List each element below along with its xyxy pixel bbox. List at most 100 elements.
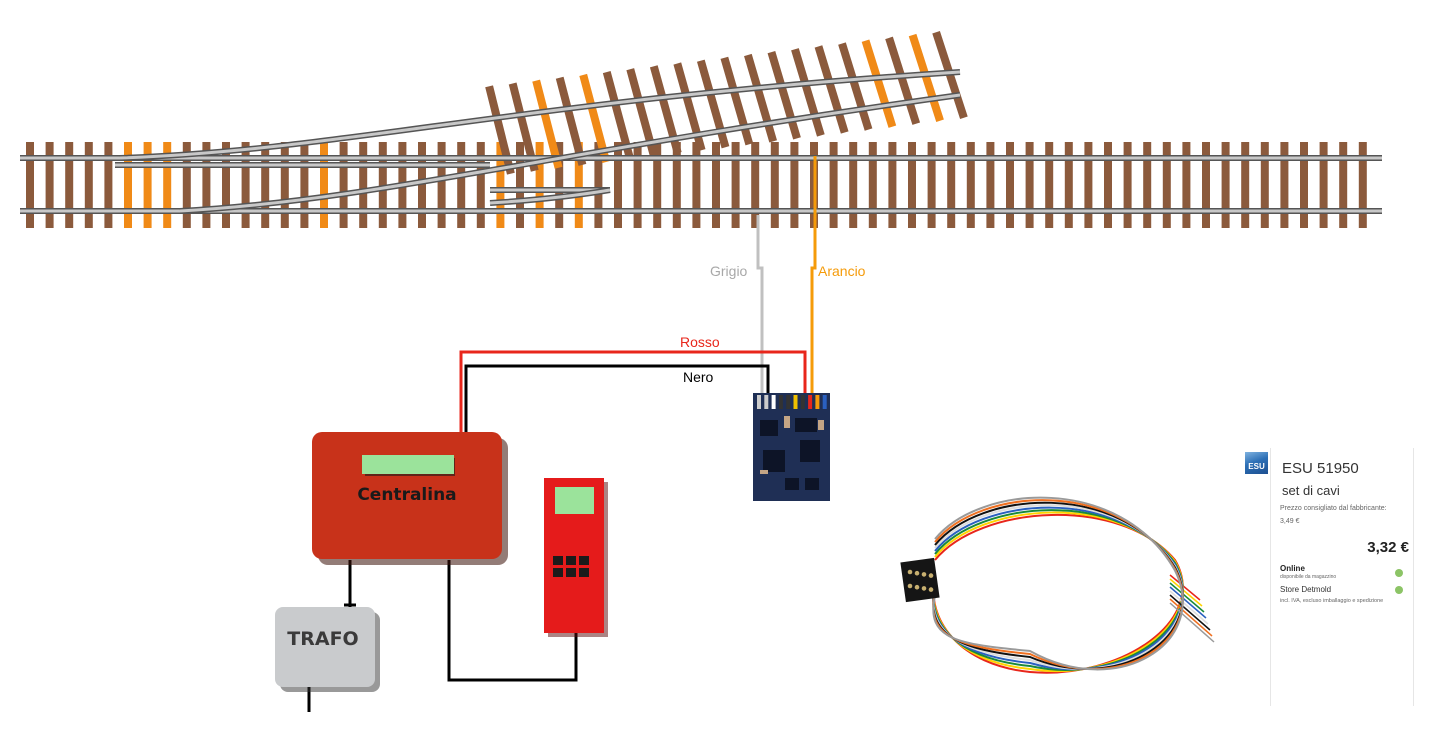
track-tie: [594, 142, 603, 228]
track-tie: [26, 142, 34, 228]
track-tie: [790, 142, 799, 228]
track-tie: [947, 142, 956, 228]
availability-store[interactable]: Store Detmold: [1280, 585, 1332, 594]
handheld-display: [555, 487, 594, 514]
cable-end: [1169, 586, 1207, 619]
availability-online: Online: [1280, 564, 1305, 573]
track-tie: [182, 142, 191, 228]
track-tie-diverging: [508, 82, 539, 172]
track-tie: [320, 142, 328, 228]
track-tie: [633, 142, 642, 228]
wire-label-red: Rosso: [680, 334, 720, 350]
track-tie: [1045, 142, 1054, 228]
connector-pin: [907, 583, 913, 589]
decoder-chip: [763, 450, 785, 472]
esu-logo: ESU: [1245, 452, 1268, 474]
keypad-key: [553, 568, 563, 577]
wire-label-orange: Arancio: [818, 263, 866, 279]
track-tie: [437, 142, 446, 228]
decoder-pin: [778, 395, 783, 409]
wire-black: [464, 364, 770, 432]
product-price: 3,32 €: [1367, 539, 1409, 556]
keypad-key: [579, 556, 589, 565]
msrp-value: 3,49 €: [1280, 518, 1300, 525]
track-tie: [1260, 142, 1269, 228]
track-tie: [1084, 142, 1093, 228]
connector-pin: [914, 584, 920, 590]
track-tie: [1280, 142, 1289, 228]
track-tie: [65, 142, 74, 228]
decoder-component: [760, 470, 768, 474]
track-tie: [868, 142, 877, 228]
decoder-component: [784, 416, 790, 428]
decoder-pin: [815, 395, 820, 409]
track-tie: [672, 142, 681, 228]
track-tie: [849, 142, 858, 228]
cable-connector: [900, 557, 940, 603]
track-tie: [927, 142, 936, 228]
track-tie: [1300, 142, 1308, 228]
keypad-key: [566, 556, 576, 565]
decoder-chip: [795, 418, 817, 432]
track-tie: [378, 142, 387, 228]
track-tie: [908, 142, 916, 228]
track-tie: [1064, 142, 1073, 228]
track-tie-diverging: [485, 85, 515, 175]
track-tie: [457, 142, 466, 228]
track-tie: [241, 142, 250, 228]
cable-set-image: [900, 496, 1215, 674]
track-tie: [986, 142, 995, 228]
cable-wire: [932, 496, 1184, 671]
track-tie-diverging: [673, 62, 706, 152]
decoder-pin: [793, 395, 798, 409]
store-status-dot: [1395, 586, 1403, 594]
cable-end: [1169, 598, 1213, 637]
wires: [307, 156, 817, 712]
track-tie: [966, 142, 975, 228]
rail: [179, 93, 961, 213]
track-tie: [1202, 142, 1210, 228]
track-tie: [653, 142, 662, 228]
track-tie: [1241, 142, 1250, 228]
decoder-chip: [785, 478, 799, 490]
online-status-dot: [1395, 569, 1403, 577]
track-tie: [476, 142, 485, 228]
track-tie: [84, 142, 93, 228]
decoder-pin: [764, 395, 769, 409]
cable-end: [1169, 578, 1203, 607]
track-tie: [300, 142, 309, 228]
decoder-pin: [786, 395, 791, 409]
cable-wire: [932, 499, 1184, 671]
turnout-track: [20, 30, 1382, 228]
track-tie: [1162, 142, 1171, 228]
track-tie: [1025, 142, 1034, 228]
cable-end: [1169, 574, 1201, 601]
track-tie-diverging: [532, 79, 563, 169]
centralina-display: [362, 455, 454, 474]
track-tie: [359, 142, 368, 228]
track-tie: [280, 142, 289, 228]
cable-end: [1169, 594, 1211, 631]
track-tie: [770, 142, 779, 228]
wire-orange: [810, 156, 817, 395]
track-tie: [143, 142, 152, 228]
track-tie: [163, 142, 172, 228]
track-tie: [1006, 142, 1014, 228]
track-tie: [202, 142, 211, 228]
track-tie: [222, 142, 230, 228]
track-tie-diverging: [555, 76, 587, 166]
wire-label-grey: Grigio: [710, 263, 748, 279]
wire-label-black: Nero: [683, 369, 714, 385]
track-tie-diverging: [626, 68, 658, 158]
track-tie: [555, 142, 564, 228]
track-tie-diverging: [720, 56, 754, 146]
rail: [489, 188, 611, 205]
decoder-chip: [800, 440, 820, 462]
track-tie: [829, 142, 838, 228]
track-tie-diverging: [649, 65, 682, 155]
wire-grey: [756, 215, 764, 395]
product-name[interactable]: ESU 51950: [1282, 460, 1359, 477]
handheld-controller: [544, 478, 608, 637]
track-tie: [261, 142, 270, 228]
